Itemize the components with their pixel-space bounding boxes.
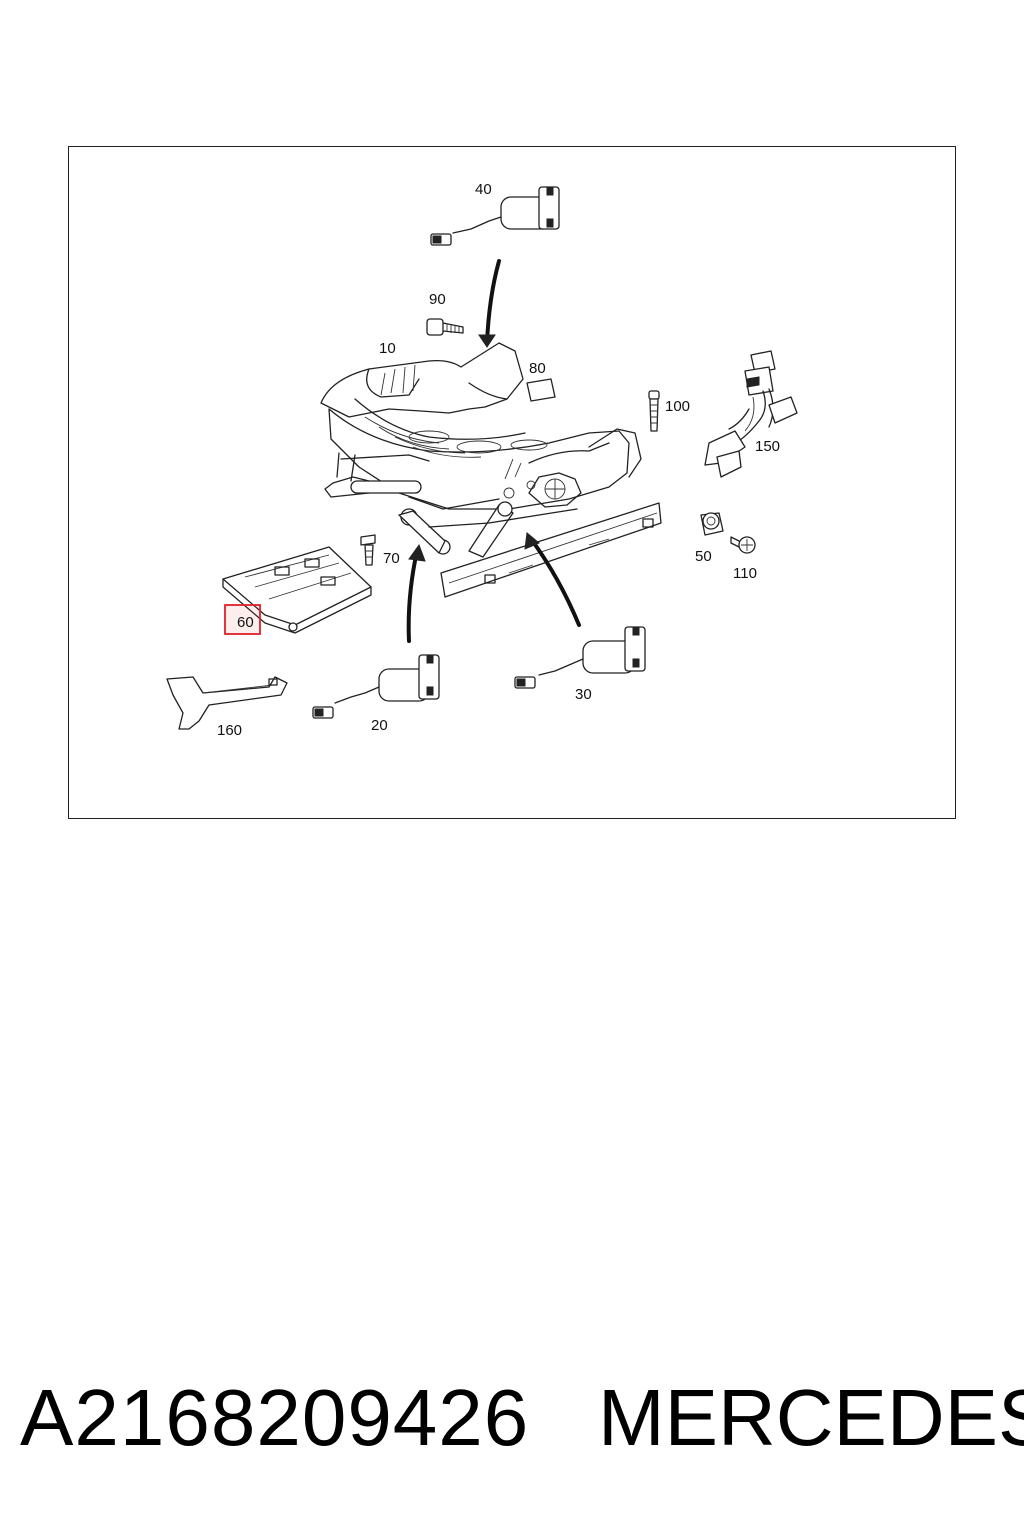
pad-80[interactable]	[526, 378, 556, 402]
callout-160: 160	[217, 722, 242, 739]
diagram-frame: 40 90 80	[68, 146, 956, 819]
motor-40[interactable]	[430, 186, 560, 246]
wiring-harness-150[interactable]	[704, 350, 798, 478]
screw-110[interactable]	[730, 536, 756, 554]
bolt-90[interactable]	[426, 318, 464, 336]
arrow-40	[485, 259, 501, 345]
brand-name: MERCEDES	[598, 1373, 1024, 1462]
callout-90: 90	[429, 291, 446, 308]
plate-160[interactable]	[166, 676, 288, 730]
motor-20[interactable]	[312, 654, 440, 719]
callout-20: 20	[371, 717, 388, 734]
part-number: A2168209426	[20, 1373, 530, 1462]
callout-60-highlight	[224, 604, 261, 635]
callout-60: 60	[237, 614, 254, 631]
callout-80: 80	[529, 360, 546, 377]
seat-rail	[440, 502, 662, 598]
motor-30[interactable]	[514, 626, 646, 689]
screw-70[interactable]	[360, 534, 376, 566]
grommet-50[interactable]	[700, 512, 724, 536]
callout-10: 10	[379, 340, 396, 357]
callout-40: 40	[475, 181, 492, 198]
exploded-parts-diagram: 40 90 80	[166, 181, 798, 739]
callout-150: 150	[755, 438, 780, 455]
callout-50: 50	[695, 548, 712, 565]
callout-30: 30	[575, 686, 592, 703]
arrow-30	[529, 537, 581, 627]
callout-100: 100	[665, 398, 690, 415]
arrow-20	[406, 549, 419, 643]
callout-110: 110	[733, 565, 757, 582]
callout-70: 70	[383, 550, 400, 567]
seat-frame-10[interactable]	[320, 342, 642, 558]
screw-100[interactable]	[648, 390, 660, 432]
